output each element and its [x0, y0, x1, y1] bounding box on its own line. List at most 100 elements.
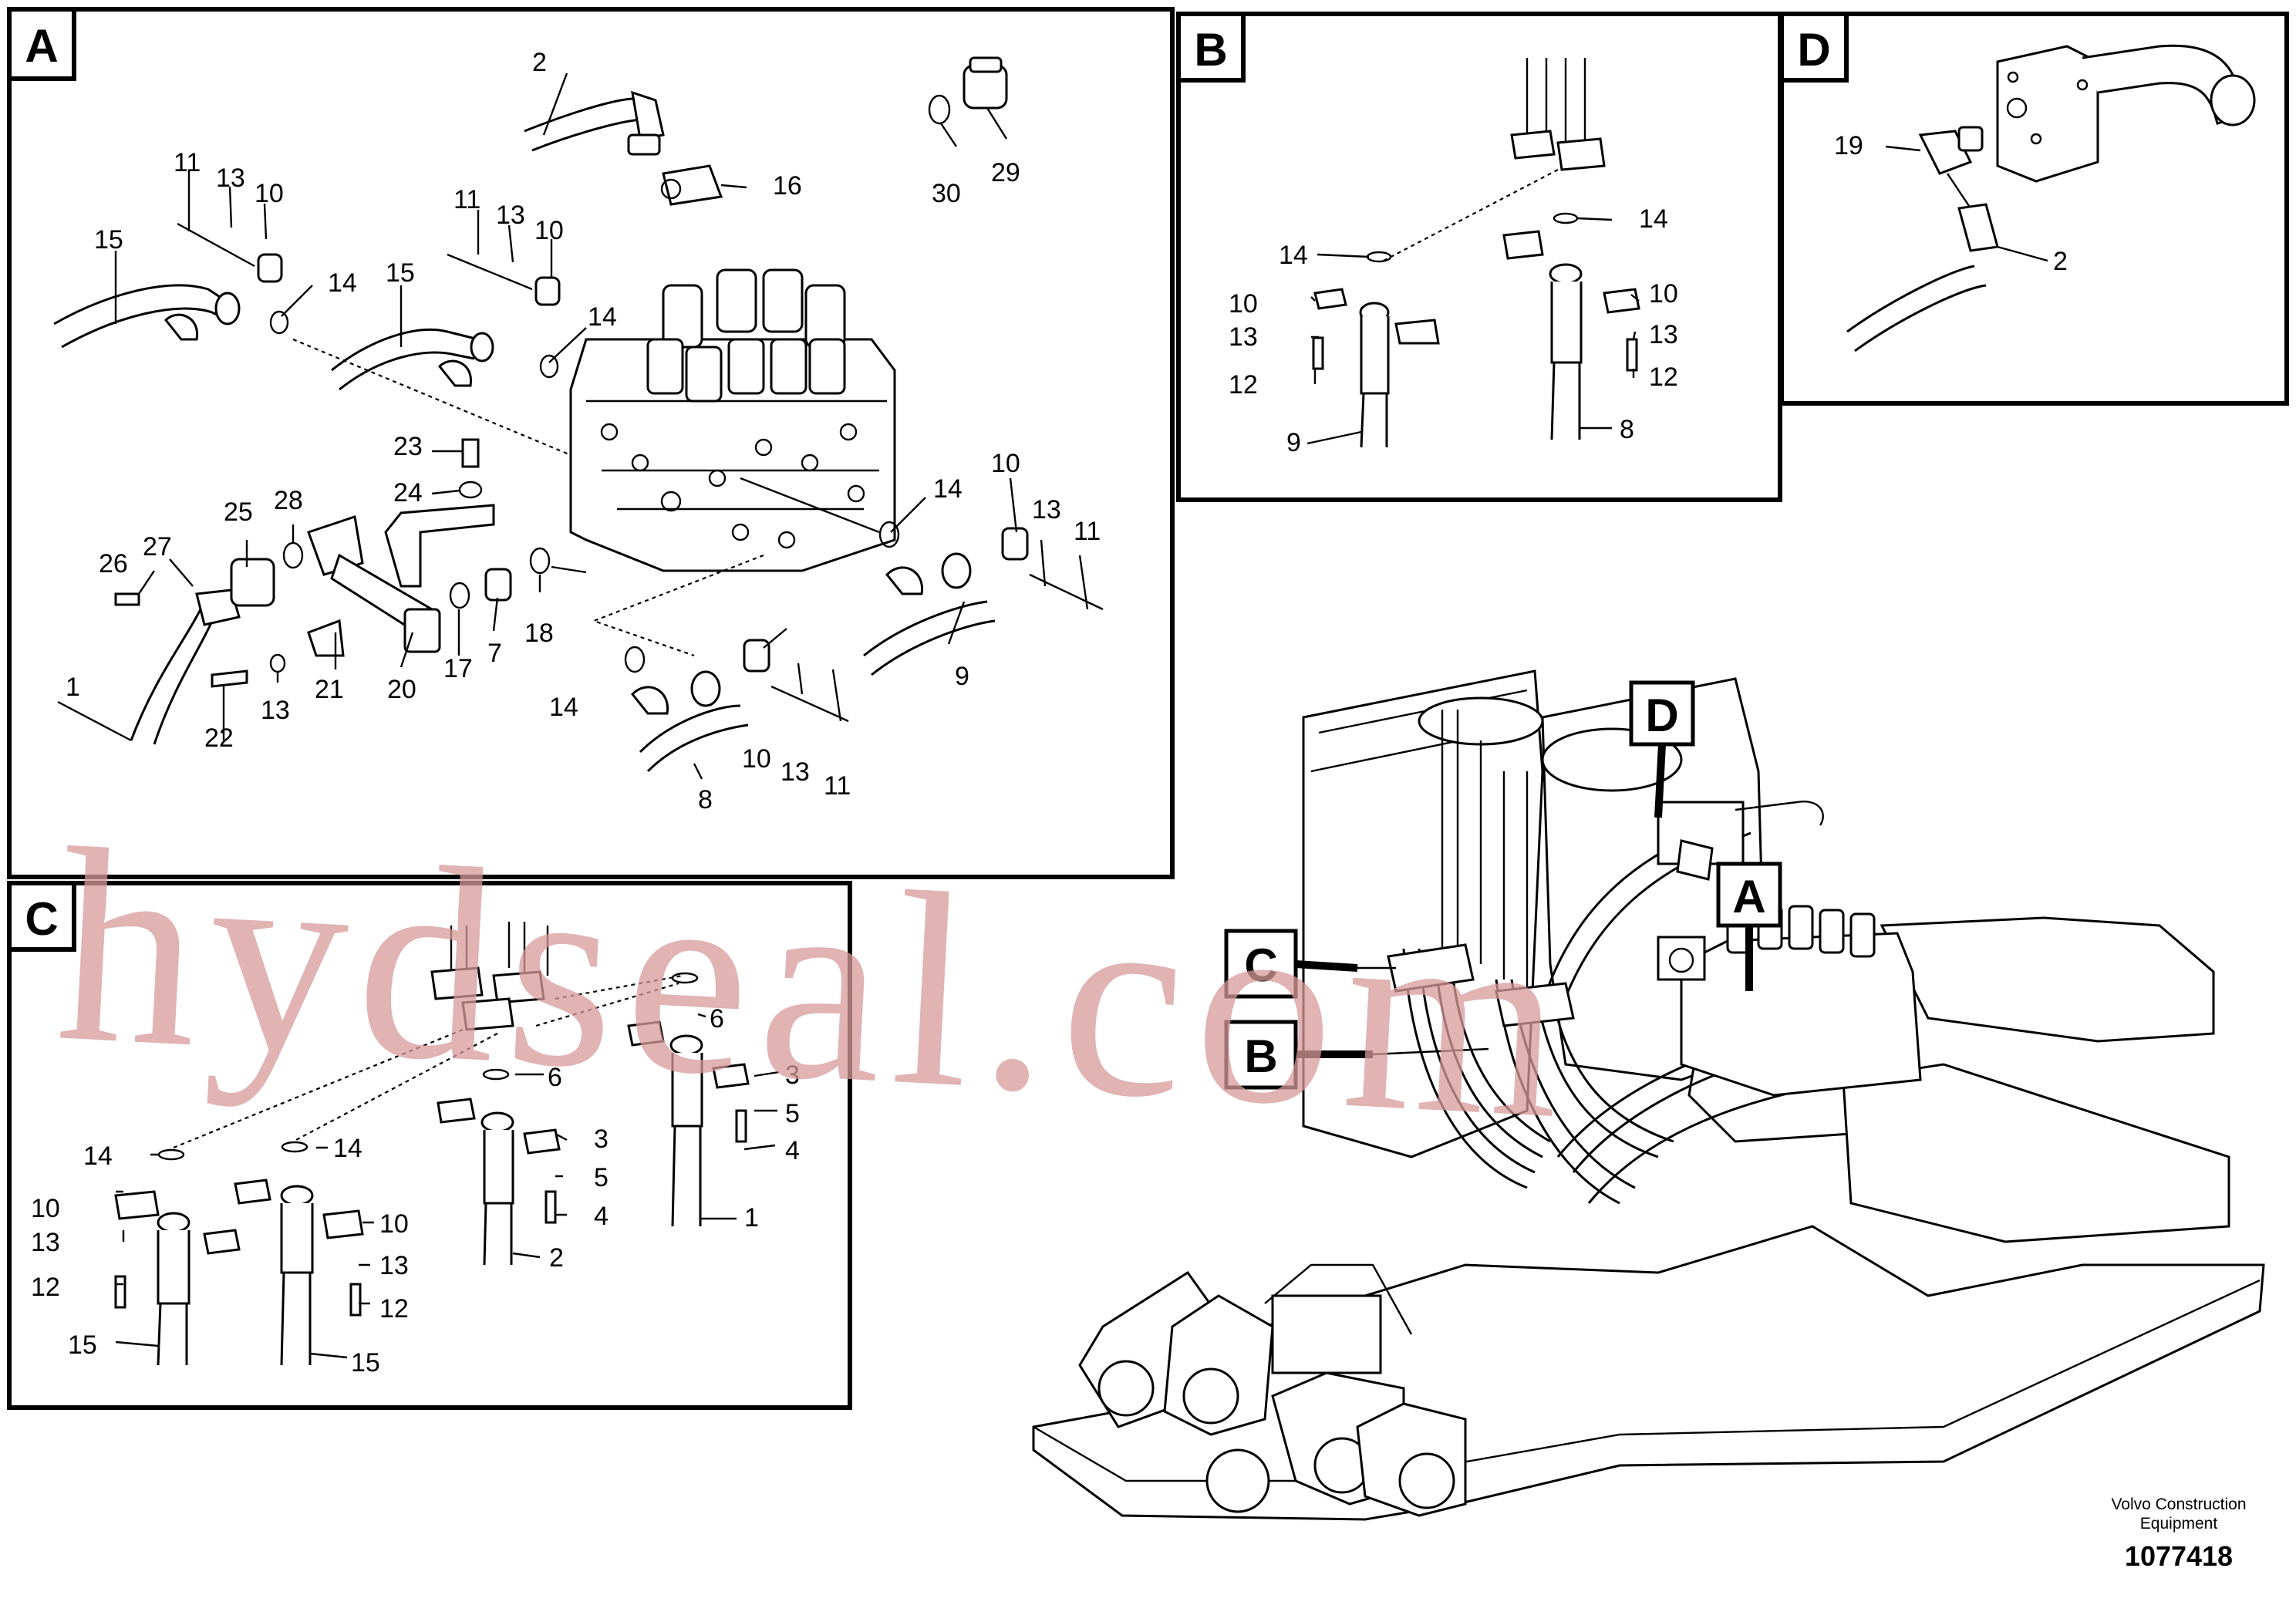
- label-a-14-right: 14: [933, 474, 963, 504]
- label-c-15-right: 15: [351, 1348, 380, 1378]
- callout-d: D: [1629, 680, 1695, 818]
- label-c-14-right: 14: [333, 1134, 362, 1163]
- label-a-13-bottom: 13: [781, 757, 810, 787]
- label-a-14-bottom: 14: [549, 693, 578, 722]
- control-valve-block: [569, 268, 896, 572]
- label-a-23: 23: [393, 432, 423, 461]
- panel-a-letter-box: [7, 7, 76, 81]
- credit-line-2: Equipment: [2140, 1515, 2218, 1533]
- label-a-10-middle: 10: [534, 216, 564, 245]
- label-c-15-left: 15: [68, 1330, 97, 1360]
- label-a-21: 21: [315, 675, 344, 704]
- label-b-8: 8: [1620, 415, 1634, 444]
- label-b-14-left: 14: [1279, 241, 1308, 270]
- panel-d: D 19 2: [1779, 12, 2289, 406]
- panel-b-letter: B: [1194, 24, 1227, 76]
- label-c-3-left: 3: [594, 1125, 609, 1154]
- label-a-14-middle: 14: [588, 302, 617, 332]
- panel-a-letter: A: [25, 20, 58, 72]
- label-c-5-left: 5: [594, 1163, 609, 1192]
- label-a-11-right: 11: [1074, 517, 1101, 546]
- label-c-13-right: 13: [379, 1251, 409, 1280]
- panel-b: B 14 14 10 13 12 9 10 13 12 8: [1176, 12, 1782, 502]
- label-a-25: 25: [224, 497, 253, 527]
- callout-c-letter: C: [1244, 939, 1277, 991]
- label-a-20: 20: [387, 675, 416, 704]
- label-d-2: 2: [2053, 247, 2068, 276]
- callout-b: B: [1224, 1020, 1489, 1090]
- panel-a-frame: [7, 7, 1175, 879]
- label-c-3-right: 3: [785, 1061, 800, 1090]
- label-a-14-left: 14: [328, 268, 357, 298]
- excavator-frame-overview: [1032, 669, 2265, 1521]
- label-b-13-left: 13: [1229, 322, 1258, 352]
- label-a-27: 27: [143, 532, 172, 561]
- panel-c-frame: [7, 881, 852, 1410]
- label-c-6-top: 6: [710, 1004, 724, 1034]
- label-a-22: 22: [204, 723, 234, 753]
- label-a-10-right: 10: [991, 449, 1020, 478]
- callout-a-letter: A: [1732, 871, 1765, 922]
- label-c-4-left: 4: [594, 1202, 609, 1231]
- label-c-13-left: 13: [31, 1228, 60, 1257]
- label-b-14-right: 14: [1639, 204, 1668, 234]
- label-a-7: 7: [487, 639, 502, 668]
- panel-a: A: [7, 7, 1175, 879]
- label-c-2: 2: [549, 1243, 564, 1273]
- label-a-13-middle: 13: [496, 201, 525, 230]
- label-c-10-right: 10: [379, 1209, 409, 1239]
- label-a-17: 17: [443, 654, 473, 683]
- label-c-5-right: 5: [785, 1099, 800, 1128]
- label-a-18: 18: [524, 619, 554, 648]
- label-a-13-upper-left: 13: [216, 164, 245, 193]
- callout-c: C: [1224, 929, 1396, 999]
- label-b-10-right: 10: [1649, 279, 1678, 309]
- bracket: [384, 504, 495, 588]
- label-a-8: 8: [698, 785, 713, 814]
- flange-block: [1996, 45, 2099, 183]
- label-b-10-left: 10: [1229, 289, 1258, 319]
- panel-c: C 6 6: [7, 881, 852, 1410]
- label-a-15-middle: 15: [386, 258, 415, 288]
- label-c-10-left: 10: [31, 1194, 60, 1223]
- document-number: 1077418: [2125, 1540, 2233, 1572]
- panel-c-letter: C: [25, 893, 58, 945]
- label-a-28: 28: [274, 486, 303, 515]
- label-a-30: 30: [932, 179, 961, 208]
- panel-c-letter-box: [7, 881, 76, 952]
- label-c-6-middle: 6: [548, 1063, 562, 1092]
- label-a-13-right: 13: [1032, 495, 1061, 524]
- label-a-11-upper-left: 11: [174, 148, 201, 177]
- label-c-12-left: 12: [31, 1273, 60, 1302]
- callout-b-letter: B: [1244, 1030, 1277, 1082]
- label-b-12-left: 12: [1229, 370, 1258, 400]
- panel-d-letter: D: [1797, 24, 1830, 76]
- label-a-10-bottom: 10: [742, 744, 771, 774]
- credit-line-1: Volvo Construction: [2111, 1496, 2246, 1513]
- panel-b-letter-box: [1176, 12, 1246, 83]
- label-d-19: 19: [1834, 131, 1863, 160]
- label-c-12-right: 12: [379, 1294, 409, 1324]
- label-b-9: 9: [1286, 428, 1301, 457]
- label-a-9: 9: [955, 662, 969, 691]
- label-a-26: 26: [99, 549, 128, 578]
- label-c-4-right: 4: [785, 1136, 800, 1165]
- hose-15-upper-left: [53, 284, 232, 325]
- label-a-15-left: 15: [94, 225, 123, 255]
- callout-d-letter: D: [1645, 690, 1678, 741]
- label-b-12-right: 12: [1649, 363, 1678, 392]
- panel-d-letter-box: [1779, 12, 1849, 83]
- panel-d-frame: [1779, 12, 2289, 406]
- label-a-24: 24: [393, 478, 423, 508]
- o-ring-30: [928, 94, 951, 125]
- panel-b-frame: [1176, 12, 1782, 502]
- label-a-16: 16: [773, 171, 802, 201]
- label-c-14-left: 14: [83, 1141, 113, 1171]
- callout-a: A: [1716, 862, 1782, 991]
- label-a-11-bottom: 11: [824, 771, 851, 801]
- label-a-13-bottom-left: 13: [261, 696, 290, 725]
- label-b-13-right: 13: [1649, 320, 1678, 349]
- label-a-2: 2: [532, 48, 547, 77]
- label-a-11-middle: 11: [453, 185, 480, 214]
- label-a-29: 29: [991, 158, 1020, 187]
